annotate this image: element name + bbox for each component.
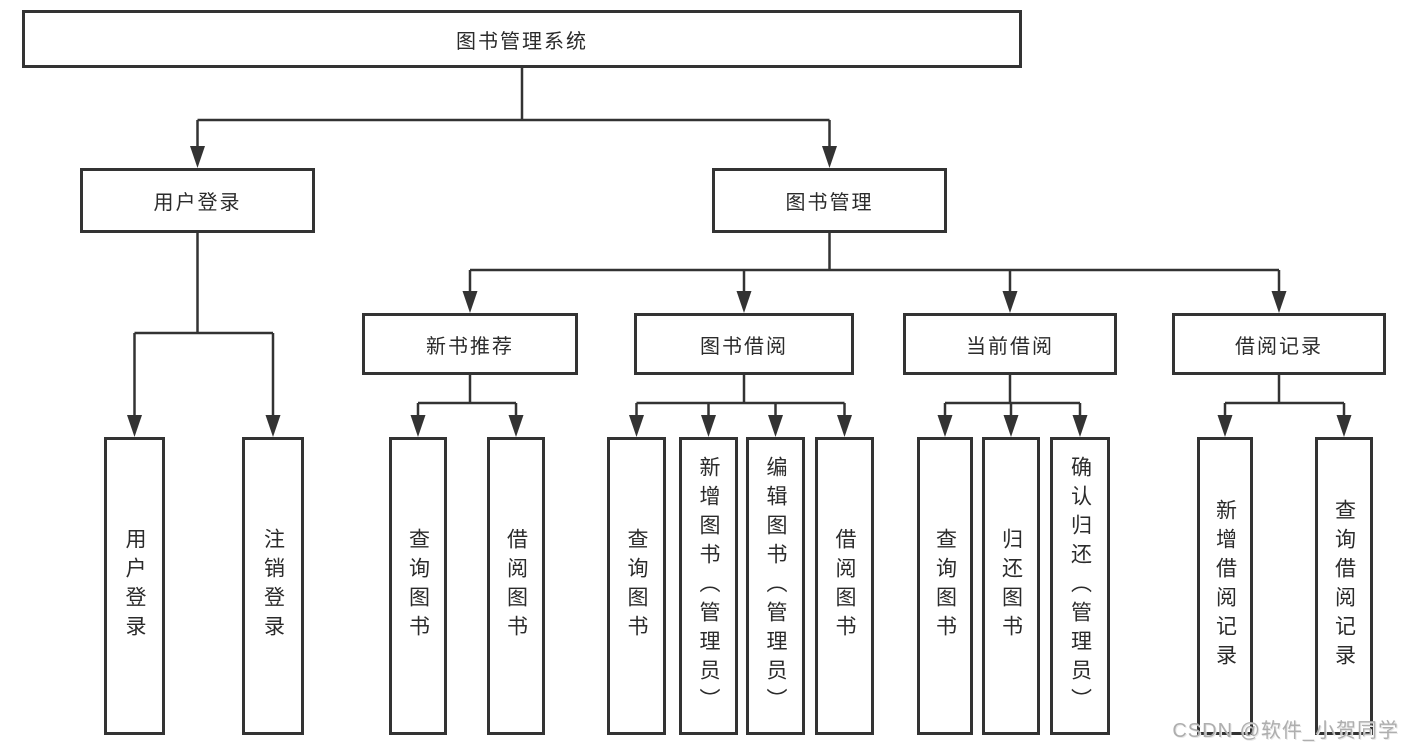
node-leaf-user-login: 用户登录 xyxy=(104,437,165,735)
arrowheads-level2 xyxy=(462,291,1287,313)
connector-root-to-level1 xyxy=(196,68,831,148)
node-new-book-recommend: 新书推荐 xyxy=(362,313,578,375)
node-leaf-query-borrow-record: 查询借阅记录 xyxy=(1315,437,1373,735)
connector-borrow-records-to-leaves xyxy=(1223,375,1346,419)
node-leaf-return-books: 归还图书 xyxy=(982,437,1040,735)
node-borrow-records: 借阅记录 xyxy=(1172,313,1386,375)
node-leaf-borrow-books-recommend: 借阅图书 xyxy=(487,437,545,735)
node-leaf-add-books-admin: 新增图书（管理员） xyxy=(679,437,738,735)
node-leaf-query-books-recommend: 查询图书 xyxy=(389,437,447,735)
node-user-login: 用户登录 xyxy=(80,168,315,233)
watermark: CSDN @软件_小贺同学 xyxy=(1172,720,1399,742)
arrowheads-current-borrow-leaves xyxy=(937,415,1088,437)
arrowheads-book-borrow-leaves xyxy=(629,415,852,437)
node-book-management: 图书管理 xyxy=(712,168,947,233)
node-book-borrow: 图书借阅 xyxy=(634,313,854,375)
connector-book-management-to-level2 xyxy=(468,233,1281,293)
connector-user-login-to-leaves xyxy=(133,233,275,419)
arrowheads-borrow-records-leaves xyxy=(1217,415,1352,437)
node-current-borrow: 当前借阅 xyxy=(903,313,1117,375)
node-leaf-logout: 注销登录 xyxy=(242,437,304,735)
node-leaf-query-books-current: 查询图书 xyxy=(917,437,973,735)
arrowheads-new-book-leaves xyxy=(410,415,524,437)
node-leaf-add-borrow-record: 新增借阅记录 xyxy=(1197,437,1253,735)
node-leaf-confirm-return-admin: 确认归还（管理员） xyxy=(1050,437,1110,735)
arrowheads-user-login-leaves xyxy=(127,415,281,437)
node-leaf-borrow-books: 借阅图书 xyxy=(815,437,874,735)
connector-new-book-to-leaves xyxy=(416,375,518,419)
connector-book-borrow-to-leaves xyxy=(635,375,846,419)
arrowheads-level1 xyxy=(190,146,837,168)
node-root-library-system: 图书管理系统 xyxy=(22,10,1022,68)
node-leaf-edit-books-admin: 编辑图书（管理员） xyxy=(746,437,805,735)
node-leaf-query-books-borrow: 查询图书 xyxy=(607,437,666,735)
connector-current-borrow-to-leaves xyxy=(943,375,1082,419)
